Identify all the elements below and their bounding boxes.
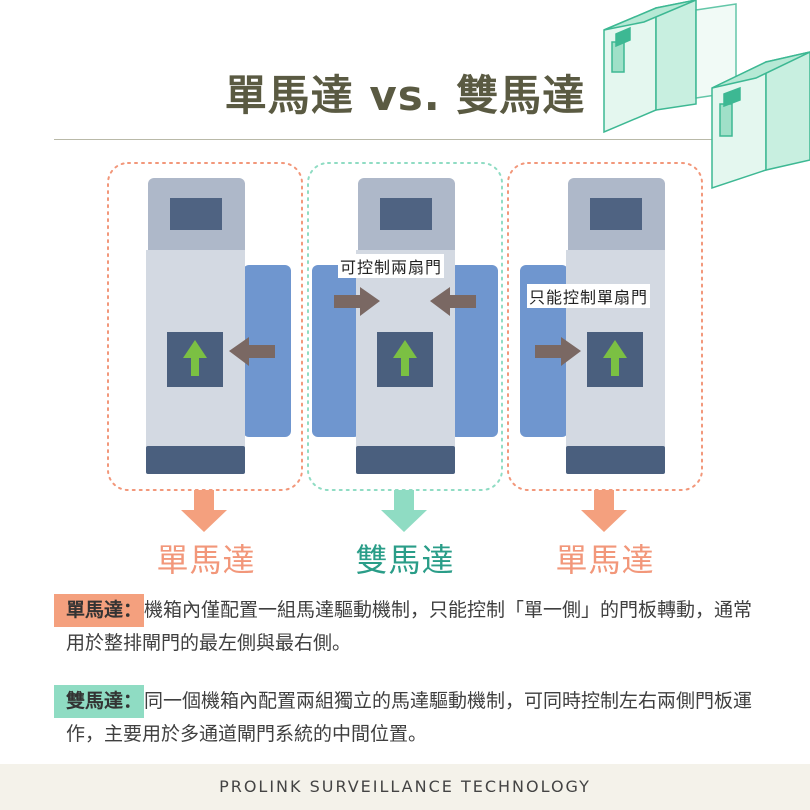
page-title: 單馬達 vs. 雙馬達 [224, 71, 586, 120]
turnstile-illustration [603, 0, 810, 190]
callout-single-door: 只能控制單扇門 [527, 284, 651, 308]
double-motor-description: 雙馬達：同一個機箱內配置兩組獨立的馬達驅動機制，可同時控制左右兩側門板運作，主要… [54, 685, 756, 751]
right-cabinet-base [566, 446, 665, 474]
middle-cabinet-base [356, 446, 455, 474]
middle-down-arrow-icon [381, 490, 427, 532]
label-left-single-motor: 單馬達 [156, 541, 256, 579]
single-motor-tag: 單馬達： [54, 594, 145, 627]
middle-force-arrow-left-icon [430, 287, 476, 316]
middle-door-panel-left [312, 265, 360, 437]
single-motor-description: 單馬達：機箱內僅配置一組馬達驅動機制，只能控制「單一側」的門板轉動，通常用於整排… [54, 594, 756, 660]
left-screen [170, 198, 222, 230]
middle-force-arrow-right-icon [334, 287, 380, 316]
label-middle-double-motor: 雙馬達 [355, 541, 455, 579]
middle-arrow-up-icon [393, 340, 417, 376]
left-down-arrow-icon [181, 490, 227, 532]
right-force-arrow-icon [535, 337, 581, 366]
left-arrow-up-icon [183, 340, 207, 376]
callout-double-doors: 可控制兩扇門 [338, 254, 445, 278]
label-right-single-motor: 單馬達 [555, 541, 655, 579]
double-motor-text: 同一個機箱內配置兩組獨立的馬達驅動機制，可同時控制左右兩側門板運作，主要用於多通… [66, 690, 753, 745]
right-down-arrow-icon [581, 490, 627, 532]
right-screen [590, 198, 642, 230]
middle-screen [380, 198, 432, 230]
single-motor-text: 機箱內僅配置一組馬達驅動機制，只能控制「單一側」的門板轉動，通常用於整排閘門的最… [66, 599, 753, 654]
middle-double-motor-unit [307, 162, 503, 532]
left-force-arrow-icon [229, 337, 275, 366]
double-motor-tag: 雙馬達： [54, 685, 145, 718]
left-single-motor-unit [107, 162, 303, 532]
motor-comparison-diagram [107, 162, 703, 532]
right-single-motor-unit [507, 162, 703, 532]
title-divider [54, 139, 810, 140]
right-arrow-up-icon [603, 340, 627, 376]
left-cabinet-base [146, 446, 245, 474]
middle-door-panel-right [450, 265, 498, 437]
footer-brand: PROLINK SURVEILLANCE TECHNOLOGY [0, 764, 810, 810]
